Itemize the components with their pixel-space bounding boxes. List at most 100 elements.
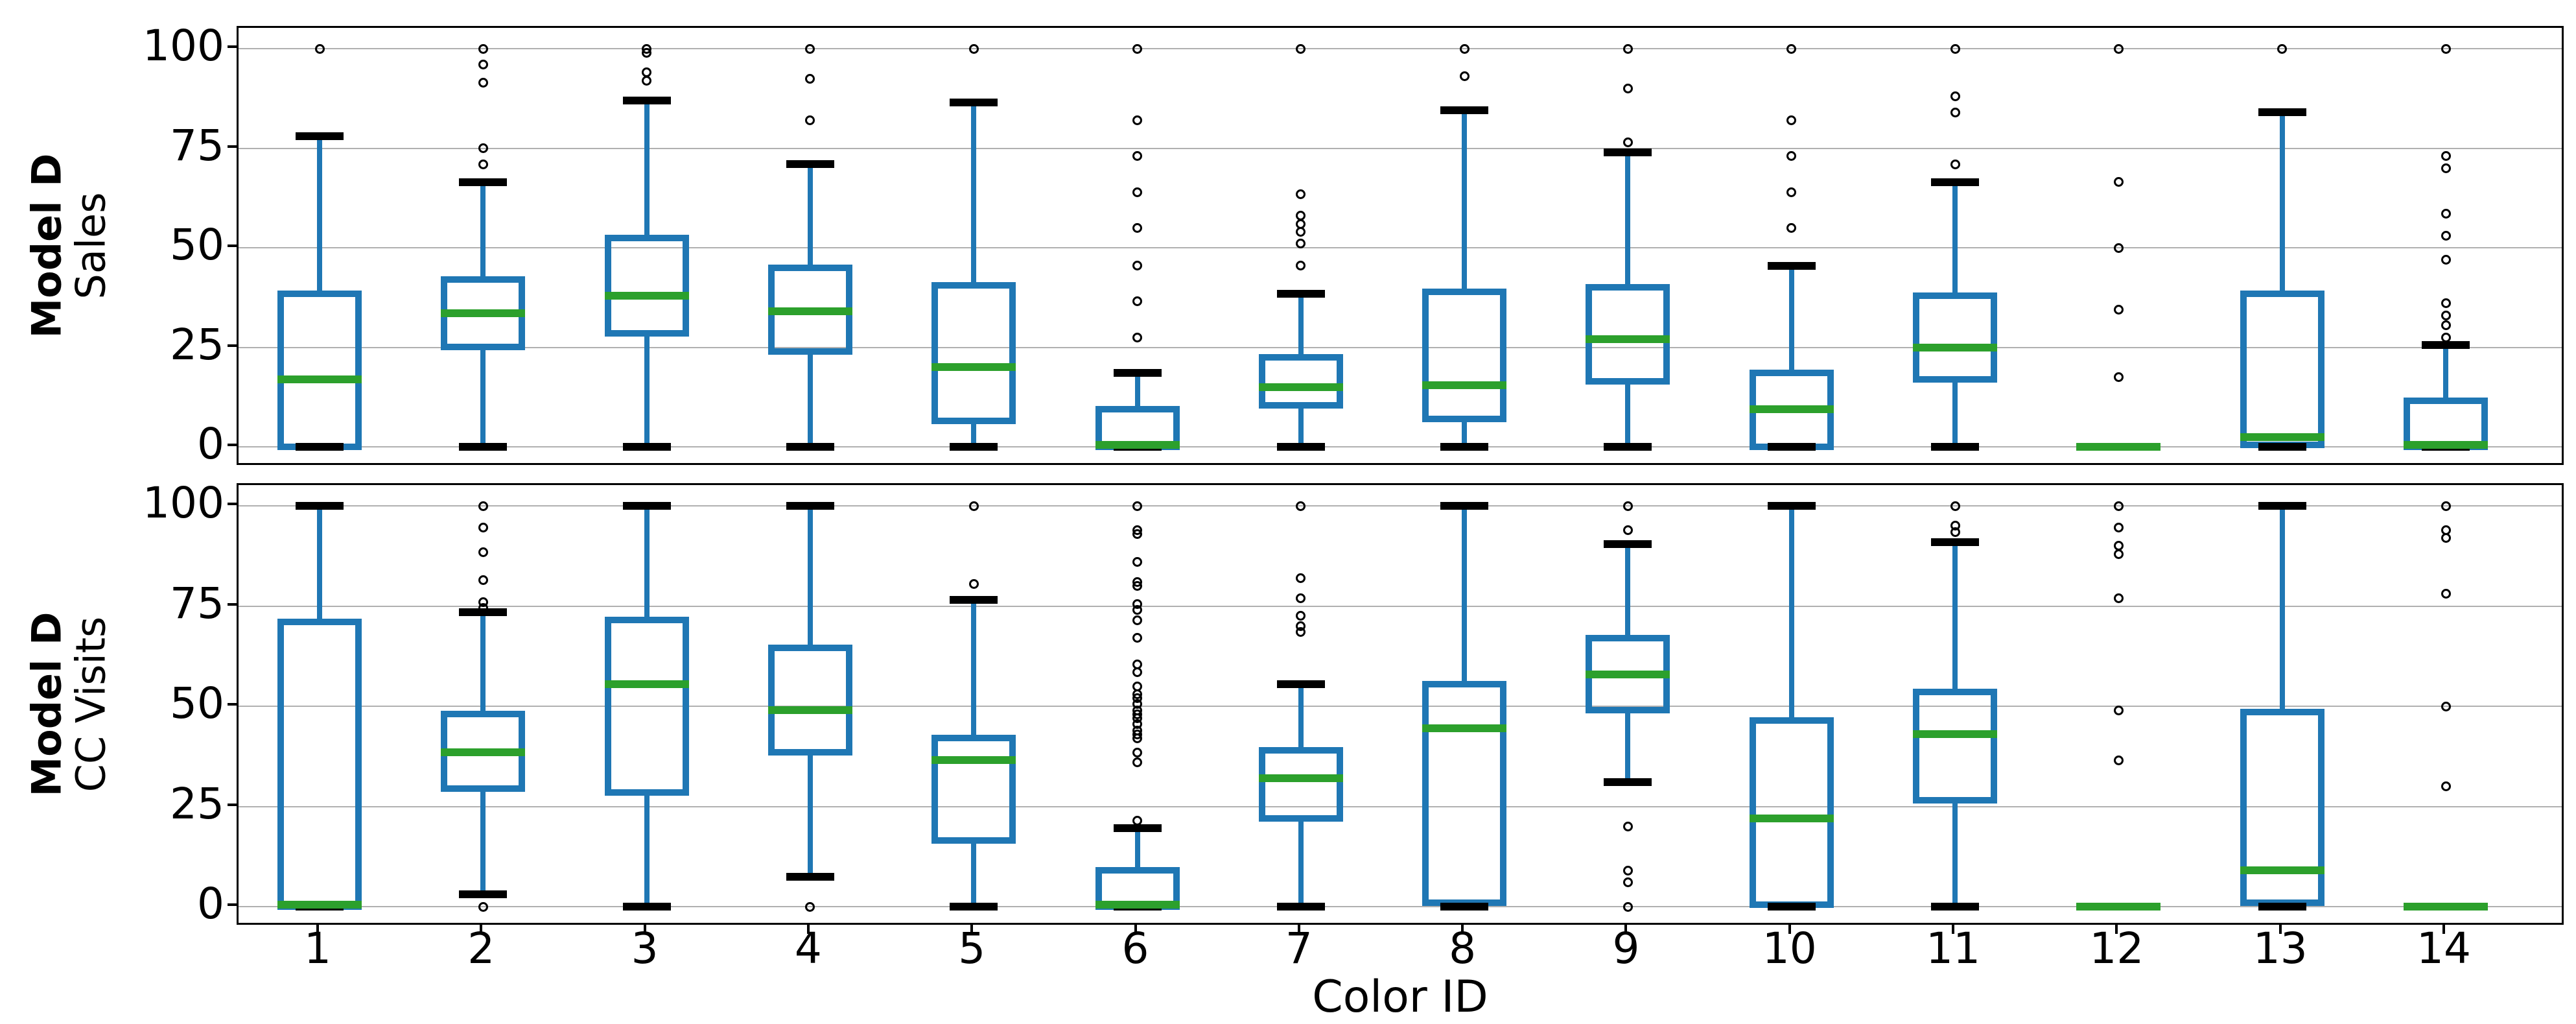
outlier-point	[1296, 261, 1306, 271]
outlier-point	[1132, 633, 1143, 643]
gridline	[239, 48, 2562, 49]
x-tick-label: 6	[1121, 923, 1149, 973]
outlier-point	[1622, 43, 1633, 54]
lower-whisker	[1952, 800, 1958, 907]
y-tick-label: 100	[143, 21, 224, 71]
upper-whisker	[317, 136, 322, 294]
outlier-point	[2441, 254, 2451, 265]
x-tick-mark	[1788, 925, 1791, 934]
upper-cap	[622, 502, 671, 510]
outlier-point	[1296, 226, 1306, 237]
y-tick-mark	[228, 444, 237, 446]
lower-cap	[459, 890, 508, 899]
upper-cap	[1604, 148, 1652, 156]
box-rect	[277, 290, 362, 450]
box-rect	[1422, 288, 1507, 422]
median-line	[1095, 440, 1180, 449]
lower-cap	[1604, 443, 1652, 451]
median-line	[441, 309, 526, 318]
upper-whisker	[1462, 506, 1468, 684]
outlier-point	[1132, 187, 1143, 197]
outlier-point	[478, 547, 488, 557]
gridline	[239, 505, 2562, 506]
outlier-point	[1132, 332, 1143, 342]
upper-whisker	[1134, 373, 1140, 409]
outlier-point	[1132, 747, 1143, 757]
x-tick-label: 13	[2253, 923, 2308, 973]
lower-cap	[1440, 903, 1489, 911]
lower-cap	[296, 443, 344, 451]
outlier-point	[1950, 527, 1960, 537]
upper-cap	[1113, 824, 1162, 833]
lower-cap	[622, 443, 671, 451]
box-rect	[1258, 746, 1343, 822]
y-tick-mark	[228, 503, 237, 505]
outlier-point	[1622, 137, 1633, 147]
upper-whisker	[2279, 506, 2285, 713]
x-tick-label: 10	[1762, 923, 1817, 973]
outlier-point	[2113, 549, 2124, 559]
outlier-point	[1132, 261, 1143, 271]
lower-whisker	[480, 788, 486, 895]
upper-whisker	[1298, 293, 1304, 357]
outlier-point	[1296, 573, 1306, 583]
outlier-point	[2441, 701, 2451, 711]
median-line	[767, 307, 852, 316]
upper-cap	[1113, 369, 1162, 377]
x-tick-mark	[2115, 925, 2118, 934]
upper-cap	[296, 132, 344, 141]
outlier-point	[2113, 593, 2124, 603]
upper-whisker	[1134, 828, 1140, 871]
gridline	[239, 247, 2562, 248]
lower-cap	[1767, 443, 1816, 451]
median-line	[1586, 670, 1670, 678]
lower-cap	[786, 443, 834, 451]
upper-whisker	[644, 506, 650, 621]
outlier-point	[2113, 372, 2124, 383]
outlier-point	[478, 501, 488, 511]
median-line	[931, 363, 1016, 372]
upper-whisker	[317, 506, 322, 623]
outlier-point	[1459, 43, 1469, 54]
outlier-point	[642, 47, 652, 58]
outlier-point	[478, 143, 488, 153]
x-tick-label: 8	[1449, 923, 1477, 973]
box-rect	[1913, 292, 1998, 383]
outlier-point	[642, 75, 652, 86]
outlier-point	[1296, 189, 1306, 199]
outlier-point	[2441, 332, 2451, 342]
upper-whisker	[644, 100, 650, 238]
box-rect	[931, 282, 1016, 425]
box-rect	[931, 735, 1016, 844]
upper-cap	[1276, 680, 1325, 688]
x-tick-mark	[316, 925, 319, 934]
x-tick-mark	[970, 925, 974, 934]
upper-cap	[786, 502, 834, 510]
lower-cap	[1276, 443, 1325, 451]
gridline	[239, 605, 2562, 607]
x-tick-mark	[806, 925, 810, 934]
outlier-point	[2113, 177, 2124, 187]
lower-cap	[950, 443, 998, 451]
upper-cap	[1604, 540, 1652, 548]
x-tick-label: 11	[1926, 923, 1981, 973]
outlier-point	[805, 115, 815, 126]
outlier-point	[2113, 243, 2124, 253]
median-line	[1913, 730, 1998, 739]
upper-cap	[786, 160, 834, 169]
outlier-point	[1786, 115, 1797, 126]
upper-cap	[622, 96, 671, 104]
upper-cap	[1276, 289, 1325, 298]
box-rect	[2240, 290, 2324, 448]
outlier-point	[968, 501, 979, 511]
lower-cap	[1931, 443, 1980, 451]
median-line	[1258, 383, 1343, 391]
outlier-point	[1296, 239, 1306, 249]
y-tick-label: 0	[197, 419, 224, 469]
median-line	[1258, 774, 1343, 783]
outlier-point	[2441, 589, 2451, 599]
outlier-point	[478, 77, 488, 88]
upper-cap	[2258, 108, 2306, 117]
outlier-point	[2441, 501, 2451, 511]
outlier-point	[314, 43, 325, 54]
